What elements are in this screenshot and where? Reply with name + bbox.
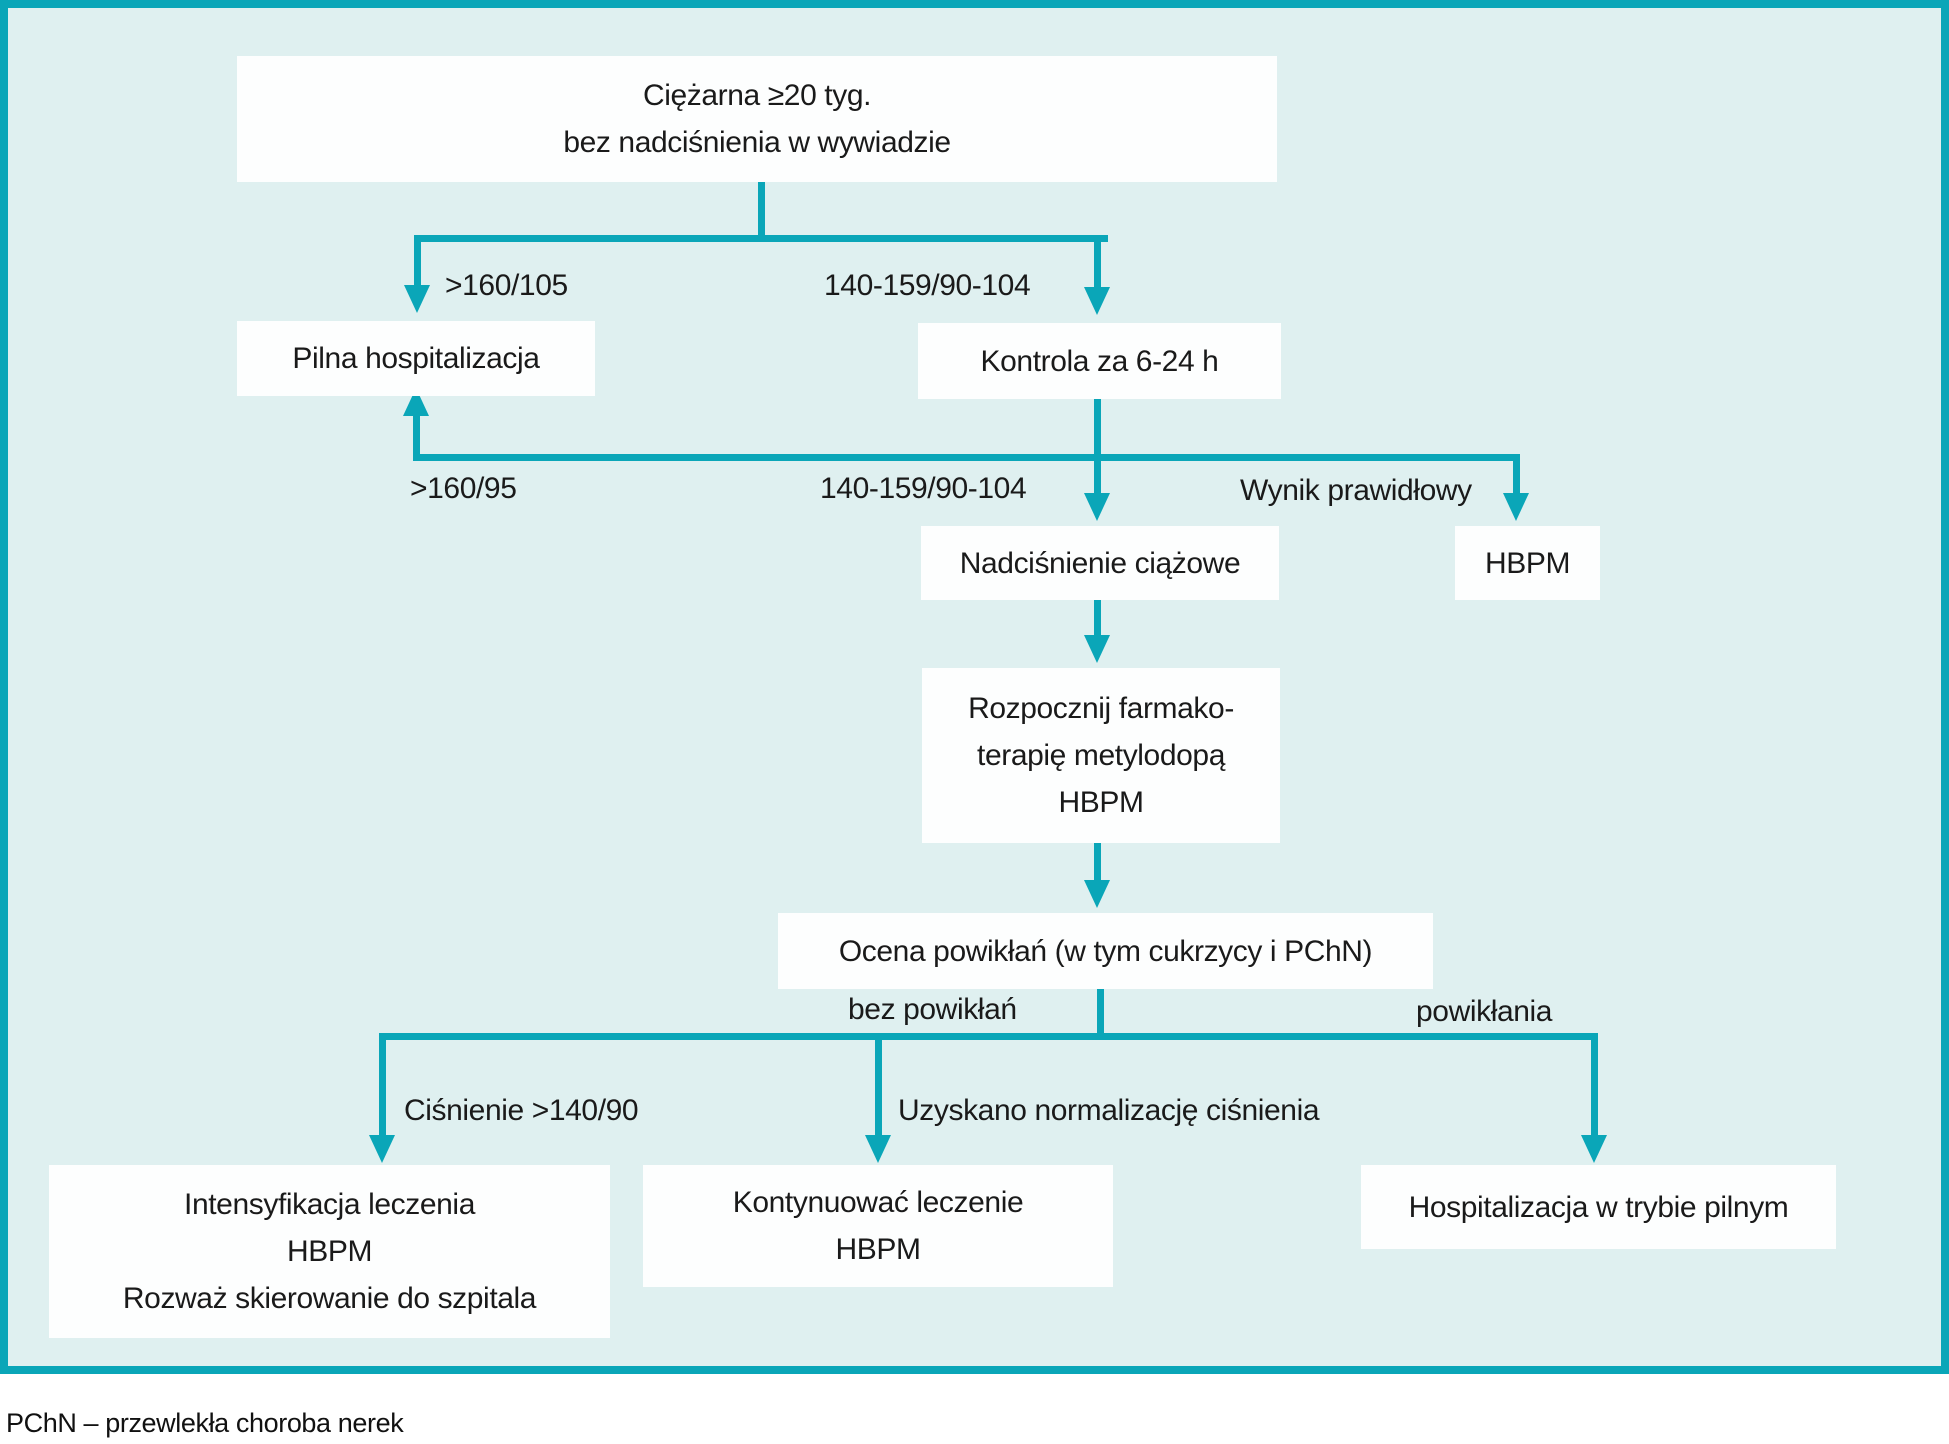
arrow-to-ocena-icon	[1084, 880, 1110, 908]
edge-row2-branch	[413, 454, 1520, 461]
node-ocena-powiklan: Ocena powikłań (w tym cukrzycy i PChN)	[778, 913, 1433, 989]
edge-label-bez-powiklan: bez powikłań	[848, 993, 1017, 1026]
node-rozpocznij-line1: Rozpocznij farmako-	[968, 692, 1234, 725]
node-hospitalizacja-label: Hospitalizacja w trybie pilnym	[1408, 1190, 1789, 1224]
edge-to-kontrola-shaft	[1094, 235, 1101, 295]
edge-label-gt160-95: >160/95	[410, 472, 517, 505]
node-intensyfikacja-line3: Rozważ skierowanie do szpitala	[122, 1282, 537, 1315]
arrow-to-rozpocznij-icon	[1084, 635, 1110, 663]
node-nadcisnienie-ciazowe: Nadciśnienie ciążowe	[921, 526, 1279, 600]
node-rozpocznij-line3: HBPM	[1058, 786, 1144, 819]
edge-start-stem	[758, 174, 765, 239]
edge-row3-branch	[379, 1033, 1598, 1040]
node-ocena-label: Ocena powikłań (w tym cukrzycy i PChN)	[838, 934, 1373, 968]
node-kontrola-label: Kontrola za 6-24 h	[980, 344, 1219, 378]
flowchart-panel: Ciężarna ≥20 tyg. bez nadciśnienia w wyw…	[0, 0, 1949, 1374]
node-intensyfikacja-line2: HBPM	[286, 1235, 373, 1268]
edge-to-rozpocznij-shaft	[1094, 600, 1101, 642]
arrow-to-hbpm-icon	[1503, 493, 1529, 521]
node-pilna-hospitalizacja: Pilna hospitalizacja	[237, 321, 595, 396]
edge-row1-branch	[417, 235, 1108, 242]
edge-to-intensyfikacja-shaft	[379, 1033, 386, 1138]
node-hospitalizacja-pilna: Hospitalizacja w trybie pilnym	[1361, 1165, 1836, 1249]
edge-label-range-row2: 140-159/90-104	[820, 472, 1027, 505]
edge-label-cisnienie: Ciśnienie >140/90	[404, 1094, 639, 1127]
node-pilna-label: Pilna hospitalizacja	[292, 342, 540, 375]
edge-to-hbpm-shaft	[1513, 454, 1520, 501]
node-rozpocznij-line2: terapię metylodopą	[977, 739, 1225, 772]
node-kontynuowac: Kontynuować leczenie HBPM	[643, 1165, 1113, 1287]
edge-label-powiklania: powikłania	[1416, 995, 1553, 1028]
edge-to-kontynuowac-shaft	[875, 1033, 882, 1138]
arrow-to-kontrola-icon	[1084, 287, 1110, 315]
node-hbpm: HBPM	[1455, 526, 1600, 600]
edge-ocena-stem	[1097, 988, 1104, 1040]
node-kontynuowac-line2: HBPM	[835, 1233, 921, 1266]
edge-to-hospitalizacja-shaft	[1591, 1033, 1598, 1138]
node-kontrola: Kontrola za 6-24 h	[918, 323, 1281, 399]
edge-label-wynik: Wynik prawidłowy	[1240, 474, 1472, 507]
edge-label-uzyskano: Uzyskano normalizację ciśnienia	[898, 1094, 1320, 1127]
arrow-to-kontynuowac-icon	[865, 1135, 891, 1163]
node-hbpm-label: HBPM	[1484, 546, 1571, 580]
edge-to-nadcisnienie-shaft	[1094, 461, 1101, 501]
node-rozpocznij-farmakoterapie: Rozpocznij farmako- terapię metylodopą H…	[922, 668, 1280, 843]
arrow-to-nadcisnienie-icon	[1084, 493, 1110, 521]
node-intensyfikacja: Intensyfikacja leczenia HBPM Rozważ skie…	[49, 1165, 610, 1338]
edge-to-ocena-shaft	[1094, 843, 1101, 887]
node-start-line2: bez nadciśnienia w wywiadzie	[563, 126, 951, 159]
node-kontynuowac-line1: Kontynuować leczenie	[732, 1186, 1024, 1219]
arrow-to-pilna-icon	[404, 285, 430, 313]
edge-label-gt160-105: >160/105	[445, 269, 568, 302]
footnote-abbreviation: PChN – przewlekła choroba nerek	[6, 1408, 404, 1438]
node-nadcisnienie-label: Nadciśnienie ciążowe	[959, 546, 1241, 580]
edge-label-range-row1: 140-159/90-104	[824, 269, 1031, 302]
edge-back-to-pilna-shaft	[413, 414, 420, 461]
node-start: Ciężarna ≥20 tyg. bez nadciśnienia w wyw…	[237, 56, 1277, 182]
arrow-to-hospitalizacja-icon	[1581, 1135, 1607, 1163]
node-intensyfikacja-line1: Intensyfikacja leczenia	[184, 1188, 475, 1221]
arrow-to-intensyfikacja-icon	[369, 1135, 395, 1163]
edge-kontrola-stem	[1094, 391, 1101, 461]
edge-to-pilna-shaft	[414, 235, 421, 293]
node-start-line1: Ciężarna ≥20 tyg.	[642, 79, 872, 112]
